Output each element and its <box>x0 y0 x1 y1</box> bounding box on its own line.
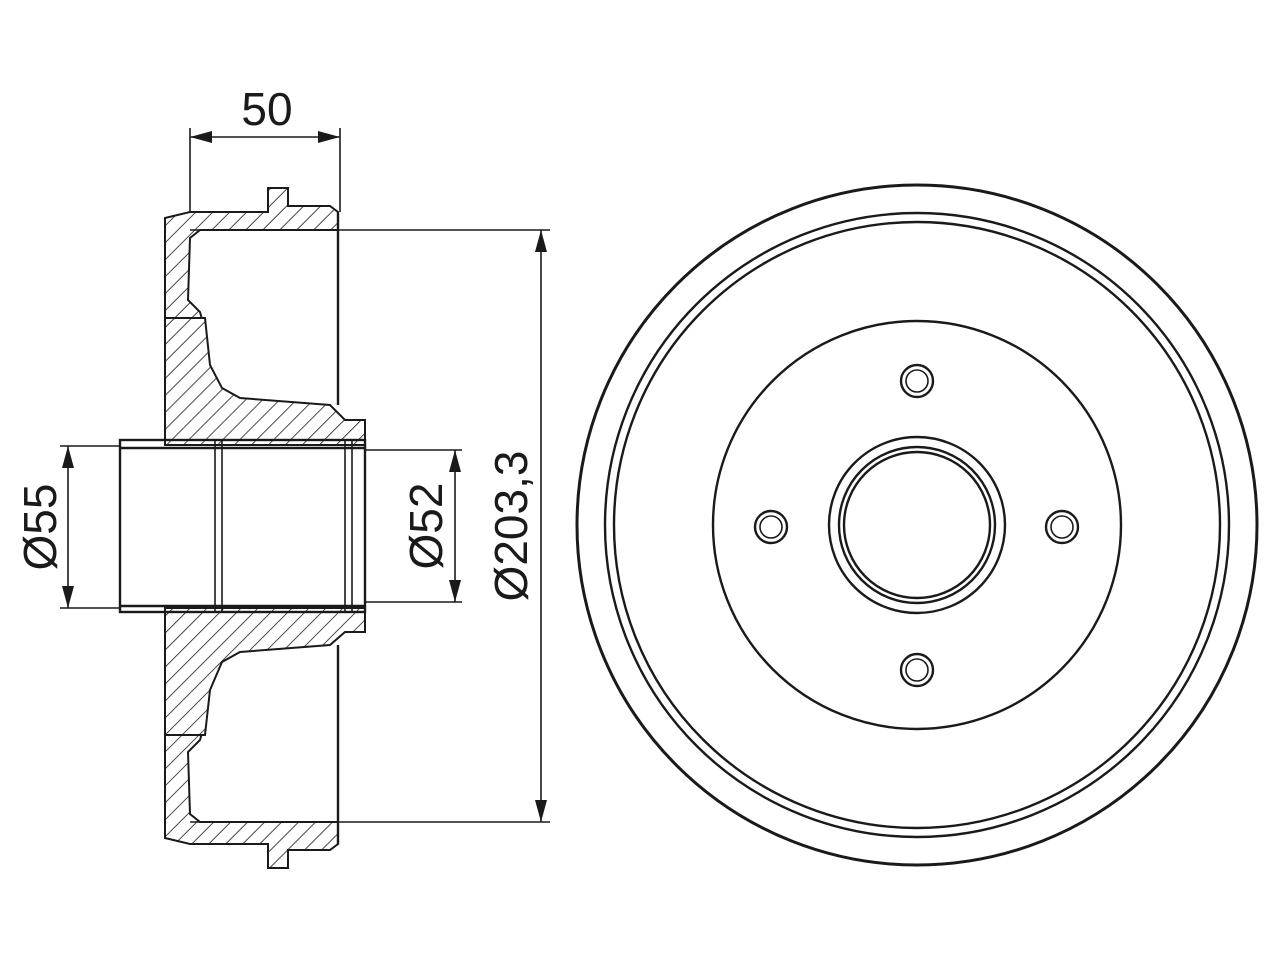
bolt-hole-left <box>753 509 789 545</box>
center-bore-inner <box>842 450 992 600</box>
upper-drum-wall-section <box>164 187 339 331</box>
dimension-hub-outer: Ø55 <box>14 445 120 609</box>
front-view <box>575 183 1259 867</box>
drum-diameter-label: Ø203,3 <box>485 451 537 602</box>
drum-outer-circle <box>575 183 1259 867</box>
center-bore-outer <box>827 435 1007 615</box>
hub-bore-outline <box>118 438 367 614</box>
width-label: 50 <box>241 83 292 135</box>
bolt-hole-top <box>899 363 935 399</box>
lower-drum-wall-section <box>164 721 339 869</box>
hub-flange-circle <box>711 319 1123 731</box>
drum-rim-circle-2 <box>612 220 1222 830</box>
lower-web-section <box>164 607 366 736</box>
hub-inner-diameter-label: Ø52 <box>400 483 452 570</box>
bolt-hole-bottom <box>899 652 935 688</box>
drum-rim-circle-1 <box>603 211 1231 839</box>
dimension-hub-inner: Ø52 <box>365 449 462 603</box>
section-view <box>118 187 367 869</box>
center-bore-mid <box>837 445 997 605</box>
bolt-hole-right <box>1044 509 1080 545</box>
hub-outer-diameter-label: Ø55 <box>14 484 66 571</box>
dimension-drum-diameter: Ø203,3 <box>338 229 550 823</box>
upper-web-section <box>164 317 366 446</box>
dimension-width: 50 <box>189 83 341 212</box>
